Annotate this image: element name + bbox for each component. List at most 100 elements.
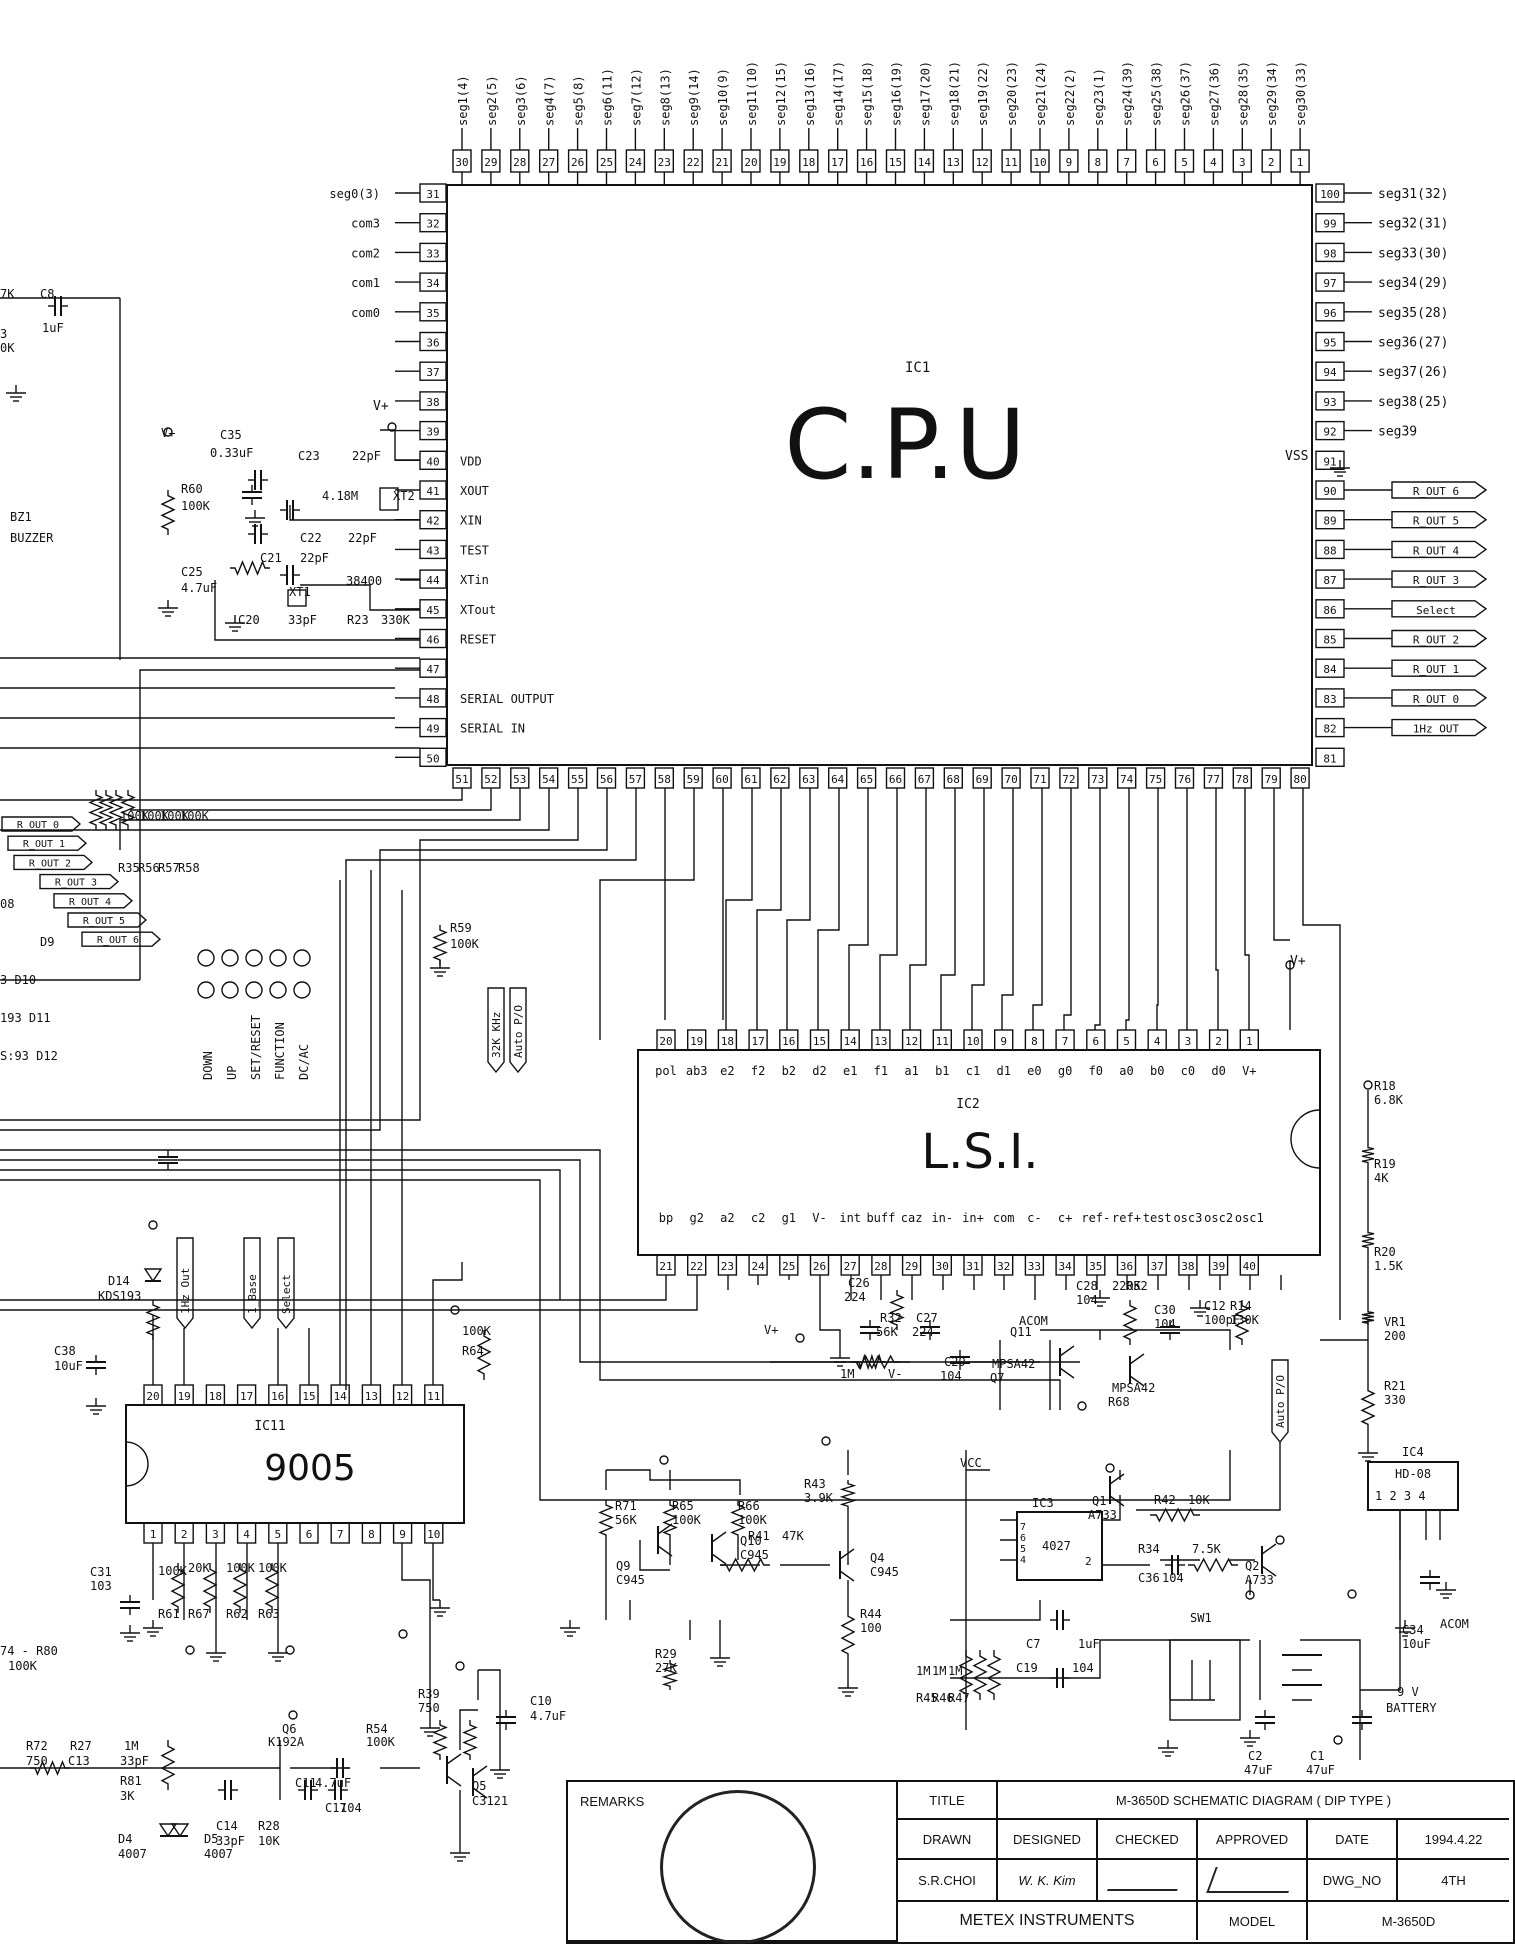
switch-contact — [221, 981, 239, 999]
ic1-bottom-pin-number: 64 — [831, 773, 845, 786]
resistor — [1361, 1145, 1375, 1165]
ic1-top-pin-number: 5 — [1181, 156, 1188, 169]
switch-label: DC/AC — [297, 1044, 311, 1080]
output-flag — [1391, 511, 1488, 529]
component-label: MPSA42 — [1112, 1381, 1155, 1395]
ic1-left-pin-number: 35 — [426, 307, 439, 320]
title-cell: M-3650D SCHEMATIC DIAGRAM ( DIP TYPE ) — [998, 1782, 1509, 1820]
signal-trace — [1136, 1442, 1281, 1511]
component-label: C38 — [54, 1344, 76, 1358]
left-output-flag-label: R_OUT 5 — [83, 916, 125, 927]
ic1-bottom-pin-number: 71 — [1033, 773, 1046, 786]
ic1-top-pin-signal: seg1(4) — [456, 75, 470, 126]
resistor — [88, 790, 104, 830]
component-label: D4 — [118, 1832, 132, 1846]
signal-trace — [879, 788, 898, 1030]
transistor-emitter — [446, 1775, 462, 1787]
ic11-top-pin-number: 17 — [240, 1390, 253, 1403]
ic1-right-pin-number: 92 — [1323, 426, 1336, 439]
company-name: METEX INSTRUMENTS — [959, 1912, 1135, 1929]
component-label: 4K — [1374, 1171, 1389, 1185]
ic1-top-pin-number: 7 — [1123, 156, 1130, 169]
ic2-lsi-body — [637, 1049, 1321, 1256]
ic1-right-pin-signal: seg37(26) — [1378, 365, 1448, 380]
component-label: C14 — [216, 1819, 238, 1833]
ic1-top-pin-number: 10 — [1033, 156, 1046, 169]
ic1-right-pin-signal: seg38(25) — [1378, 395, 1448, 410]
component-label: XT2 — [393, 489, 415, 503]
switch-contact — [269, 949, 287, 967]
date-label-cell: DATE — [1308, 1820, 1398, 1860]
component-label: BZ1 — [10, 510, 32, 524]
ic1-left-pin-function: XTout — [460, 603, 496, 617]
ic1-bottom-pin-box — [972, 767, 992, 789]
ic1-left-pin-function: SERIAL OUTPUT — [460, 692, 554, 706]
resistor — [662, 1500, 678, 1540]
ic2-bottom-pin-box — [840, 1254, 860, 1276]
ic1-right-pin-signal: seg39 — [1378, 425, 1417, 440]
ic11-bottom-pin-number: 4 — [243, 1528, 250, 1541]
ic1-left-pin-function: XTin — [460, 573, 489, 587]
ic1-left-pin-signal: com3 — [351, 217, 380, 231]
ic1-top-pin-number: 17 — [831, 156, 844, 169]
output-flag-label: R_OUT 1 — [1413, 663, 1459, 676]
component-label: D5 — [204, 1832, 218, 1846]
flag-1-base-label: 1_Base — [246, 1274, 259, 1314]
flag-auto-po-left — [509, 987, 527, 1074]
ic11-top-pin-number: 12 — [396, 1390, 409, 1403]
signal-trace — [950, 1639, 1250, 1679]
diode-symbol — [158, 1823, 178, 1838]
component-label: R45 — [916, 1691, 938, 1705]
ic1-left-pin-number: 36 — [426, 337, 439, 350]
ic2-top-pin-box — [1024, 1029, 1045, 1051]
signal-trace — [0, 1275, 698, 1311]
component-label: 1.5K — [1374, 1259, 1404, 1273]
ic11-top-pin-number: 11 — [427, 1390, 440, 1403]
ic1-bottom-pin-number: 68 — [947, 773, 960, 786]
component-label: 104 — [1154, 1317, 1176, 1331]
ic11-bottom-pin-box — [330, 1522, 350, 1544]
ic2-top-pin-number: 7 — [1062, 1035, 1069, 1048]
component-label: 100K — [672, 1513, 702, 1527]
ic2-top-pin-box — [656, 1029, 676, 1051]
signal-trace — [1244, 788, 1250, 1030]
component-label: 22pF — [300, 551, 329, 565]
ic1-top-pin-signal: seg17(20) — [918, 61, 932, 126]
supply-terminal — [1363, 1080, 1373, 1090]
resistor — [1361, 1310, 1375, 1325]
ic1-bottom-pin-box — [1290, 767, 1310, 789]
ic1-bottom-pin-number: 56 — [600, 773, 613, 786]
ic1-top-pin-number: 28 — [513, 156, 526, 169]
switch-label: UP — [225, 1066, 239, 1080]
ic2-top-pin-number: 6 — [1092, 1035, 1099, 1048]
ic2-bottom-pin-function: osc2 — [1204, 1211, 1233, 1225]
component-label: Q9 — [616, 1559, 630, 1573]
switch-contact — [245, 981, 263, 999]
output-flag — [1391, 600, 1488, 618]
ic1-left-pin-number: 39 — [426, 426, 439, 439]
component-label: R59 — [450, 921, 472, 935]
supply-terminal — [1333, 1735, 1343, 1745]
resistor — [432, 1720, 448, 1760]
signal-trace — [819, 1275, 841, 1350]
ic2-top-pin-number: 12 — [905, 1035, 918, 1048]
ic1-top-pin-signal: seg8(13) — [658, 68, 672, 126]
component-label: R81 — [120, 1774, 142, 1788]
flag-1hz-out — [176, 1237, 194, 1330]
ic2-bottom-pin-number: 21 — [659, 1260, 672, 1273]
component-label: C12 — [1204, 1299, 1226, 1313]
component-label: 100K — [180, 809, 210, 823]
signal-trace — [0, 788, 463, 801]
ic1-right-pin-signal: seg33(30) — [1378, 246, 1448, 261]
ic11-bottom-pin-box — [299, 1522, 319, 1544]
component-label: 1M — [916, 1664, 930, 1678]
component-label: R68 — [1108, 1395, 1130, 1409]
ic2-bottom-pin-function: a2 — [720, 1211, 734, 1225]
ic1-left-pin-number: 46 — [426, 634, 439, 647]
ic1-left-pin-number: 49 — [426, 723, 439, 736]
component-label: C945 — [870, 1565, 899, 1579]
ic1-ref-label: IC1 — [905, 360, 930, 376]
ic2-top-pin-number: 18 — [721, 1035, 734, 1048]
ic2-bottom-pin-number: 40 — [1243, 1260, 1256, 1273]
ic2-bottom-pin-number: 25 — [782, 1260, 795, 1273]
